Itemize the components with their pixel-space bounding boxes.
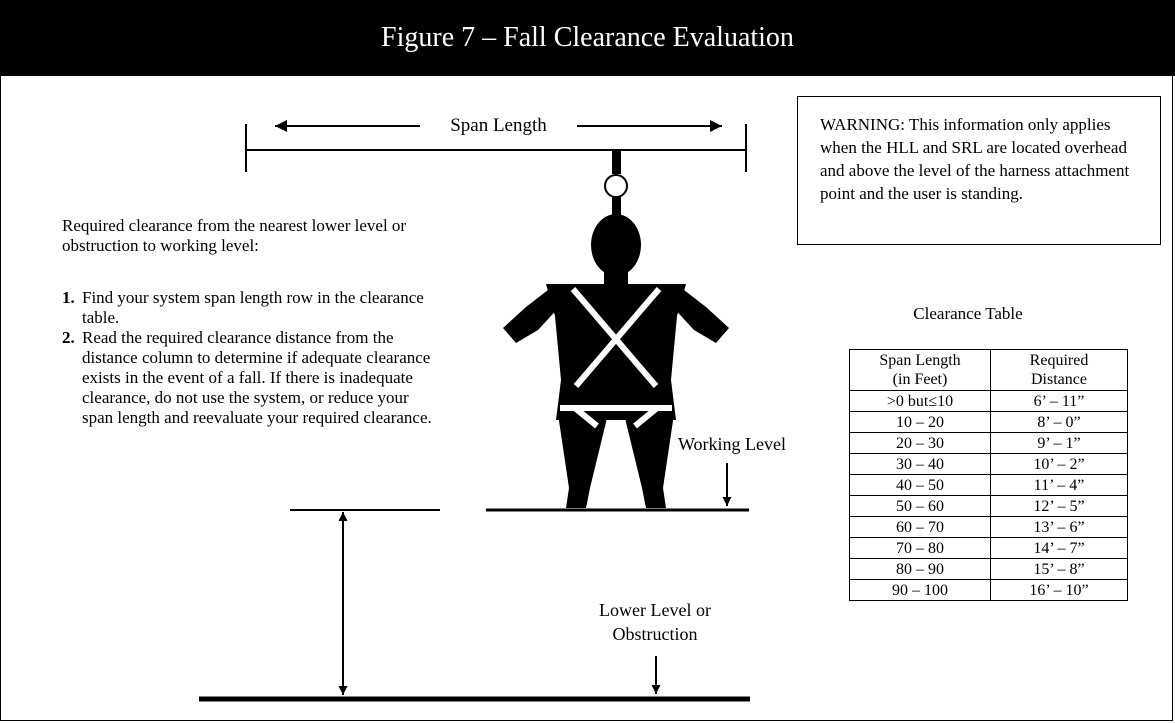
instruction-steps: 1. Find your system span length row in t…	[62, 288, 442, 428]
table-header-row: Span Length (in Feet) Required Distance	[849, 349, 1128, 391]
distance-cell: 10’ – 2”	[990, 453, 1128, 475]
table-caption: Clearance Table	[913, 304, 1023, 323]
span-cell: 60 – 70	[849, 516, 991, 538]
span-cell: 20 – 30	[849, 432, 991, 454]
step-text: Find your system span length row in the …	[82, 288, 424, 327]
title-bar	[0, 0, 1175, 76]
header-line: Span Length	[879, 352, 961, 369]
span-length-label: Span Length	[450, 115, 547, 136]
distance-cell: 15’ – 8”	[990, 558, 1128, 580]
span-cell: 90 – 100	[849, 579, 991, 601]
lower-level	[199, 656, 750, 702]
column-header: Span Length (in Feet)	[849, 349, 991, 391]
span-cell: 10 – 20	[849, 411, 991, 433]
distance-cell: 13’ – 6”	[990, 516, 1128, 538]
distance-cell: 8’ – 0”	[990, 411, 1128, 433]
span-cell: 30 – 40	[849, 453, 991, 475]
clearance-dimension	[290, 509, 440, 695]
column-header: Required Distance	[990, 349, 1128, 391]
step-item: 1. Find your system span length row in t…	[62, 288, 442, 328]
working-level-label: Working Level	[678, 434, 787, 454]
header-line: Required	[1029, 352, 1089, 369]
distance-cell: 16’ – 10”	[990, 579, 1128, 601]
distance-cell: 9’ – 1”	[990, 432, 1128, 454]
span-cell: >0 but≤10	[849, 390, 991, 412]
step-number: 2.	[62, 328, 75, 347]
step-number: 1.	[62, 288, 75, 307]
span-cell: 40 – 50	[849, 474, 991, 496]
distance-cell: 6’ – 11”	[990, 390, 1128, 412]
span-cell: 70 – 80	[849, 537, 991, 559]
distance-cell: 11’ – 4”	[990, 474, 1128, 496]
distance-cell: 12’ – 5”	[990, 495, 1128, 517]
warning-box	[797, 96, 1161, 245]
distance-cell: 14’ – 7”	[990, 537, 1128, 559]
step-text: Read the required clearance distance fro…	[82, 328, 432, 427]
span-cell: 80 – 90	[849, 558, 991, 580]
lanyard-connector	[604, 151, 628, 215]
span-cell: 50 – 60	[849, 495, 991, 517]
worker-figure	[503, 214, 729, 508]
instructions-intro: Required clearance from the nearest lowe…	[62, 216, 407, 255]
step-item: 2. Read the required clearance distance …	[62, 328, 442, 428]
warning-text: WARNING: This information only applies w…	[820, 115, 1130, 203]
clearance-table: Span Length (in Feet) Required Distance …	[849, 349, 1128, 601]
span-dimension	[245, 120, 747, 172]
header-line: (in Feet)	[892, 371, 948, 388]
header-line: Distance	[1031, 371, 1087, 388]
figure-title: Figure 7 – Fall Clearance Evaluation	[381, 22, 794, 53]
lower-level-label-line2: Obstruction	[612, 624, 698, 644]
lower-level-label-line1: Lower Level or	[599, 600, 711, 620]
working-level	[486, 463, 749, 512]
